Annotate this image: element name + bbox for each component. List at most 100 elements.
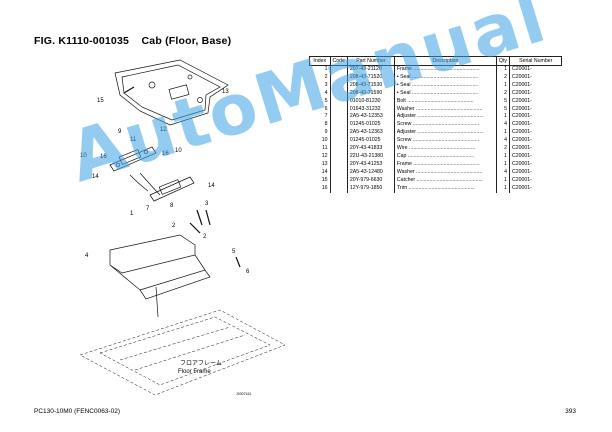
image-code: J0007161 — [236, 392, 251, 396]
cell-index: 3 — [309, 81, 331, 90]
callout-label: 12 — [160, 127, 167, 133]
cell-desc: • Seal .................................… — [394, 81, 497, 90]
cell-code — [330, 121, 348, 130]
cell-serial: C20001- — [511, 152, 532, 159]
callout-label: 7 — [146, 206, 150, 212]
cell-qty: 2 — [496, 145, 510, 153]
cell-desc: Catcher ................................… — [394, 176, 497, 185]
cell-serial: C20001- — [511, 160, 532, 167]
cell-desc: Trim ...................................… — [394, 184, 497, 193]
cell-serial: C20001- — [511, 113, 532, 120]
cell-desc: Screw ..................................… — [394, 137, 497, 146]
cell-code — [330, 129, 348, 138]
cell-index: 8 — [309, 121, 331, 130]
cell-desc: Screw ..................................… — [394, 121, 497, 130]
cell-part: 20Y-979-6630 — [347, 176, 395, 185]
cell-desc: Wire ...................................… — [394, 145, 497, 153]
cell-serial: C20001- — [511, 184, 532, 191]
callout-label: 2 — [172, 223, 176, 229]
cell-serial: C20001- — [511, 81, 532, 88]
adjuster-rail-lower — [129, 172, 195, 202]
cell-index: 4 — [309, 89, 331, 98]
cell-code — [330, 73, 348, 82]
cell-code — [330, 145, 348, 153]
cell-desc: Cap ....................................… — [394, 152, 497, 161]
cell-part: 01245-01025 — [347, 137, 395, 146]
bolt-bars — [123, 86, 241, 268]
cell-code — [330, 113, 348, 122]
cell-qty: 1 — [496, 152, 510, 161]
callout-label: 8 — [170, 203, 174, 209]
cell-index: 11 — [309, 145, 331, 153]
parts-diagram: 15 13 9 11 16 10 14 12 16 10 14 7 8 3 1 … — [60, 55, 290, 407]
adjuster-rail-upper — [109, 146, 157, 172]
cell-desc: Frame ..................................… — [394, 65, 497, 74]
floor-frame-outline — [79, 309, 286, 396]
cell-code — [330, 160, 348, 169]
cell-serial: C20001- — [511, 137, 532, 144]
cell-desc: Washer .................................… — [394, 105, 497, 114]
cell-index: 12 — [309, 152, 331, 161]
cell-serial: C20001- — [511, 168, 532, 175]
cell-index: 16 — [309, 184, 331, 193]
callout-label: 10 — [80, 153, 87, 159]
cell-part: 20Y-43-41253 — [347, 160, 395, 169]
cell-part: 2A5-43-12480 — [347, 168, 395, 177]
cell-index: 1 — [309, 65, 331, 74]
callout-label: 13 — [222, 89, 229, 95]
cell-qty: 4 — [496, 121, 510, 130]
cell-index: 2 — [309, 73, 331, 82]
cell-qty: 4 — [496, 137, 510, 146]
floor-bracket — [109, 234, 211, 318]
cell-index: 9 — [309, 129, 331, 138]
cell-code — [330, 65, 348, 74]
cell-serial: C20001- — [511, 145, 532, 152]
cell-part: 207-43-21120 — [347, 65, 395, 74]
page-number: 393 — [565, 408, 576, 415]
callout-label: 15 — [97, 98, 104, 104]
cell-part: 2A5-43-12353 — [347, 113, 395, 122]
cell-code — [330, 184, 348, 193]
callout-label: 16 — [100, 154, 107, 160]
cell-part: 208-43-71520 — [347, 73, 395, 82]
cell-desc: Adjuster ...............................… — [394, 129, 497, 138]
cell-qty: 2 — [496, 89, 510, 98]
callout-label: 14 — [92, 174, 99, 180]
cell-serial: C20001- — [511, 89, 532, 96]
cell-qty: 1 — [496, 113, 510, 122]
page-title: FIG. K1110-001035 Cab (Floor, Base) — [34, 35, 232, 47]
col-header-code: Code — [329, 56, 348, 66]
cell-serial: C20001- — [511, 66, 532, 72]
cell-serial: C20001- — [511, 97, 532, 104]
cell-serial: C20001- — [511, 121, 532, 128]
cell-part: 208-43-71590 — [347, 89, 395, 98]
cell-code — [330, 176, 348, 185]
table-header-row: Index Code Part Number Description Qty S… — [309, 56, 563, 66]
cell-index: 7 — [309, 113, 331, 122]
cell-code — [330, 97, 348, 106]
footer-model: PC130-10M0 (FENC0063-02) — [34, 408, 120, 415]
cell-desc: Frame ..................................… — [394, 160, 497, 169]
callout-label: 3 — [205, 201, 209, 207]
cell-desc: Washer .................................… — [394, 168, 497, 177]
cell-qty: 4 — [496, 168, 510, 177]
cell-code — [330, 137, 348, 146]
cell-qty: 1 — [496, 160, 510, 169]
cell-qty: 1 — [496, 176, 510, 185]
cell-index: 10 — [309, 137, 331, 146]
floor-label-jp: フロアフレーム — [180, 360, 222, 367]
upper-frame-drawing — [114, 59, 229, 126]
cell-code — [330, 105, 348, 114]
